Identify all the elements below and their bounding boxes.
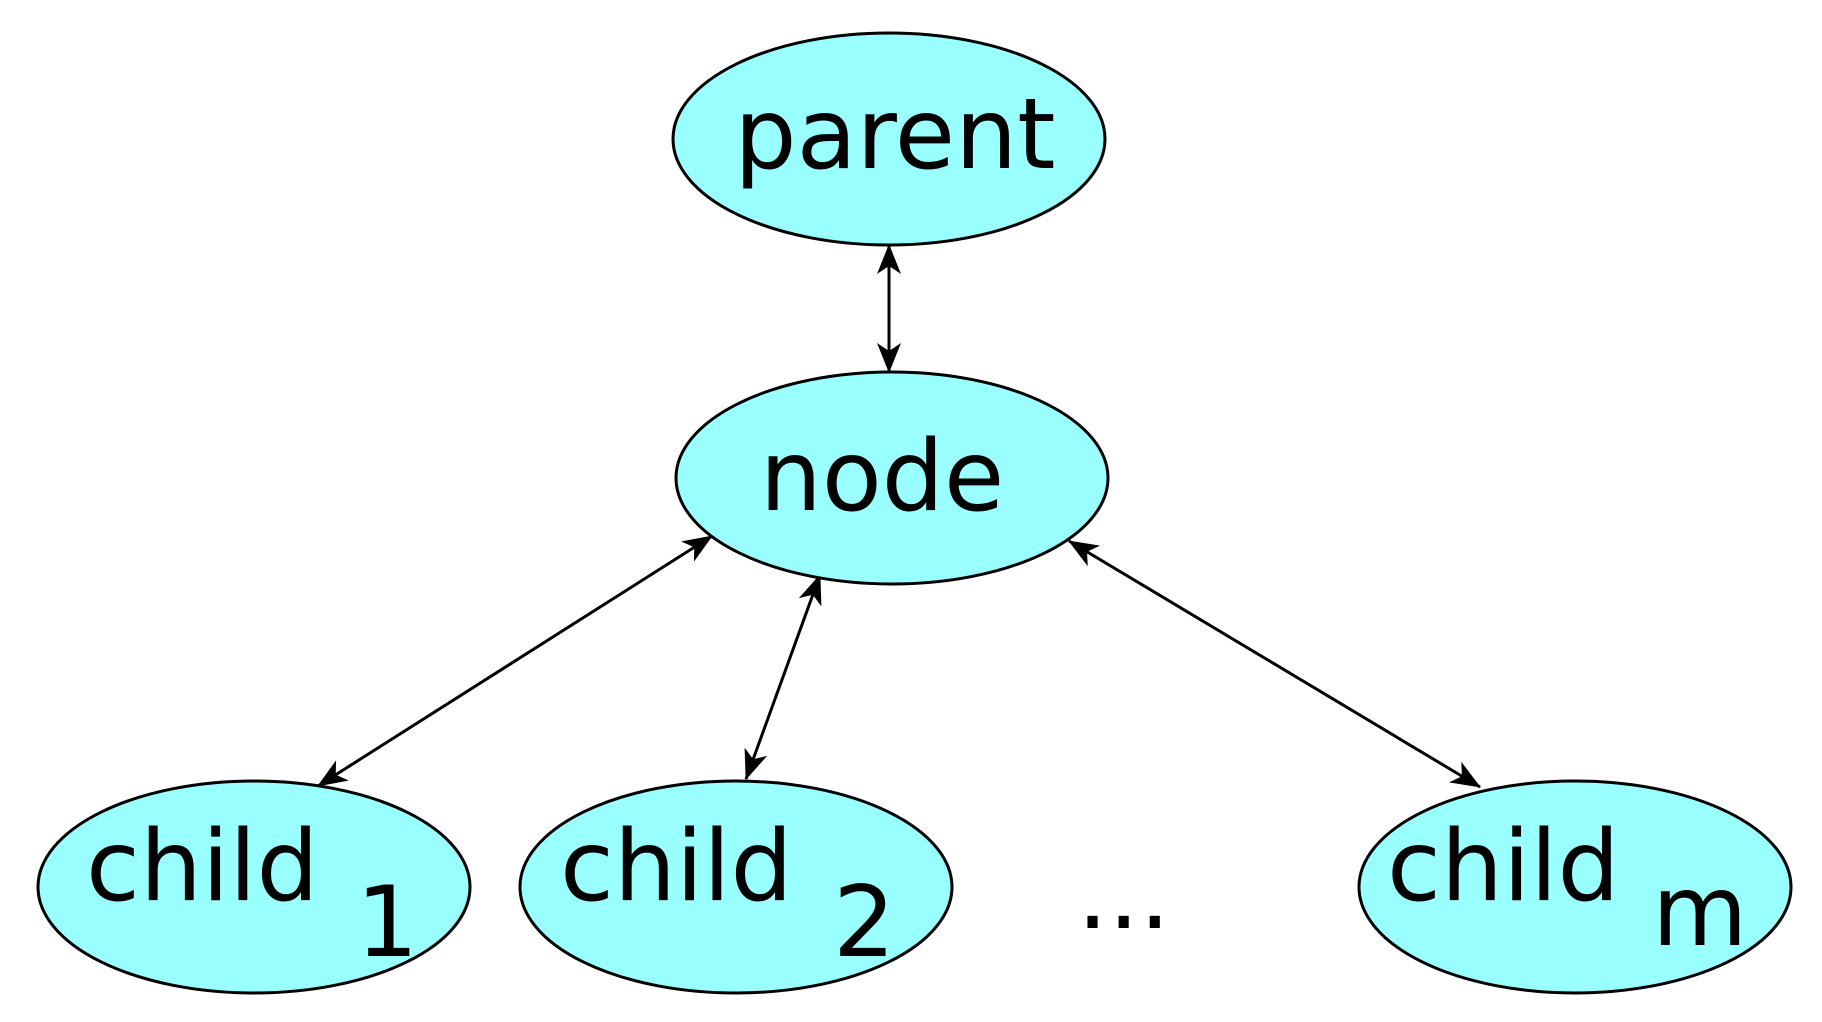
child-m-node-shape	[1357, 779, 1793, 995]
edge-node-child-2	[744, 574, 822, 780]
child-2-node-shape	[518, 779, 954, 995]
ellipsis: ...	[1077, 838, 1170, 952]
edges	[317, 244, 1481, 789]
child-2-node-label: child	[560, 810, 793, 924]
edge-node-child-m	[1068, 539, 1481, 789]
child-1-node-shape	[36, 779, 472, 995]
parent-node: parent	[671, 31, 1107, 247]
center-node-label: node	[760, 420, 1005, 534]
center-node: node	[674, 370, 1110, 586]
center-node-shape	[674, 370, 1110, 586]
child-2-node-subscript: 2	[833, 866, 895, 980]
child-2-node: child 2	[518, 779, 954, 995]
parent-node-label: parent	[734, 78, 1055, 192]
child-m-node: child m	[1357, 779, 1793, 995]
child-m-node-subscript: m	[1652, 855, 1747, 969]
child-1-node-subscript: 1	[356, 866, 418, 980]
edge-node-child-1	[317, 534, 713, 788]
child-m-node-label: child	[1387, 810, 1620, 924]
parent-node-shape	[671, 31, 1107, 247]
child-1-node: child 1	[36, 779, 472, 995]
child-1-node-label: child	[86, 810, 319, 924]
